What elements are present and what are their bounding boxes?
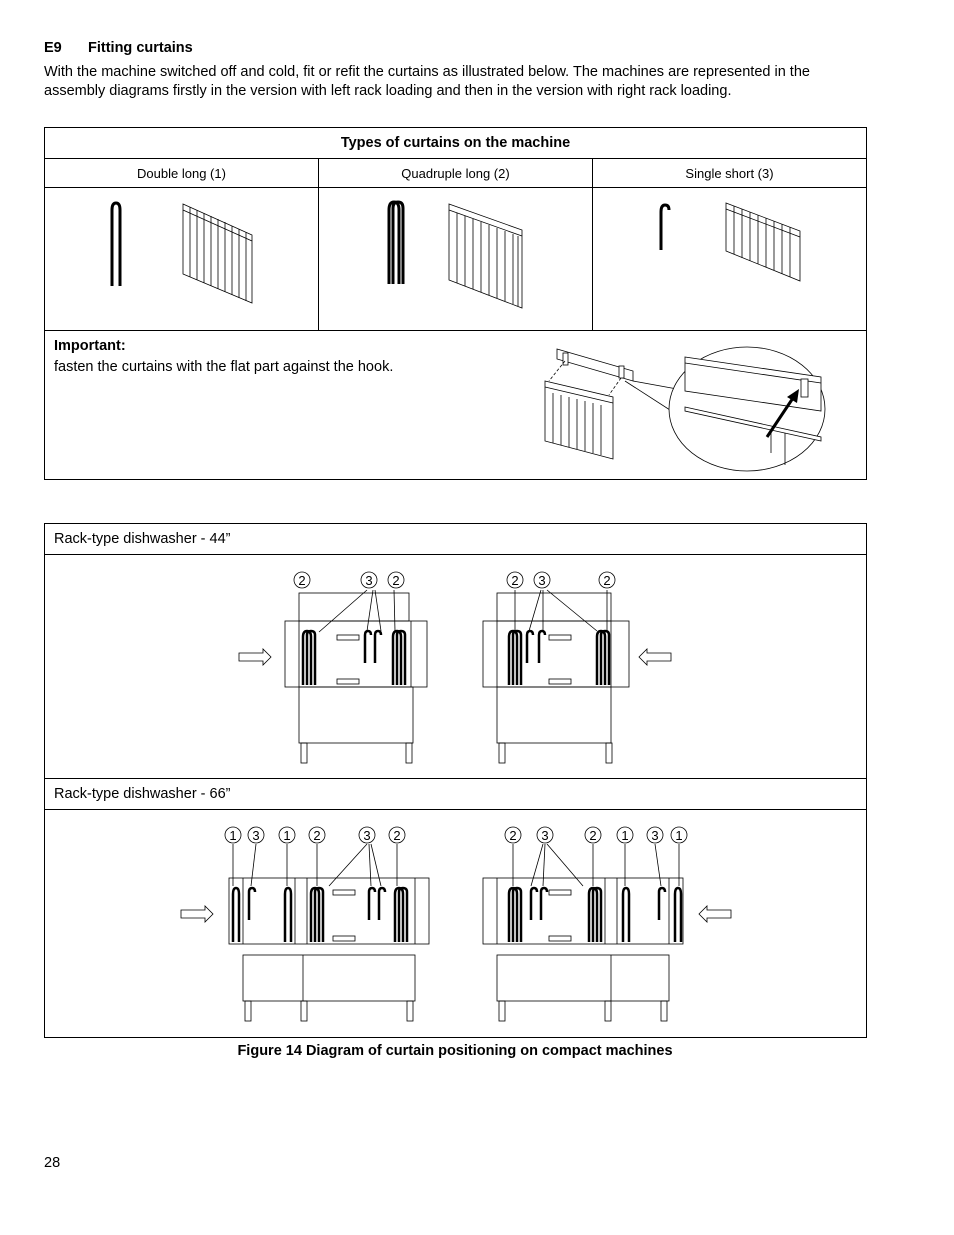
rack-dishwasher-table: Rack-type dishwasher - 44” — [44, 523, 867, 1038]
important-text: fasten the curtains with the flat part a… — [54, 359, 394, 375]
col-quadruple-long: Quadruple long (2) — [318, 158, 593, 188]
important-title: Important: — [54, 338, 126, 354]
double-long-curtain-cell — [44, 187, 319, 331]
callout-label: 2 — [393, 828, 400, 843]
callout-label: 3 — [363, 828, 370, 843]
quadruple-long-curtain-cell — [318, 187, 593, 331]
rack-44-diagram-cell: 2 3 2 2 3 2 — [44, 554, 867, 779]
callout-label: 1 — [283, 828, 290, 843]
important-cell: Important: fasten the curtains with the … — [44, 330, 867, 480]
section-number: E9 — [44, 40, 62, 56]
callout-label: 1 — [229, 828, 236, 843]
callout-label: 2 — [511, 573, 518, 588]
single-short-curtain-illustration — [659, 202, 801, 282]
callout-label: 3 — [365, 573, 372, 588]
double-long-curtain-illustration — [110, 201, 253, 304]
col-double-long: Double long (1) — [44, 158, 319, 188]
intro-paragraph: With the machine switched off and cold, … — [44, 64, 810, 99]
single-short-curtain-cell — [592, 187, 867, 331]
rack-44-label: Rack-type dishwasher - 44” — [44, 523, 867, 555]
callout-circle — [293, 571, 311, 589]
callout-label: 3 — [541, 828, 548, 843]
callout-label: 2 — [603, 573, 610, 588]
callout-label: 2 — [392, 573, 399, 588]
callout-label: 1 — [675, 828, 682, 843]
figure-caption: Figure 14 Diagram of curtain positioning… — [237, 1043, 673, 1059]
callout-label: 2 — [509, 828, 516, 843]
section-heading: E9 Fitting curtains — [44, 40, 193, 56]
rack-44-diagram: 2 3 2 2 3 2 — [238, 571, 672, 764]
callout-label: 3 — [651, 828, 658, 843]
types-table-title: Types of curtains on the machine — [44, 127, 867, 159]
quadruple-long-curtain-illustration — [387, 200, 523, 309]
col-single-short: Single short (3) — [592, 158, 867, 188]
page-number: 28 — [44, 1155, 61, 1171]
callout-label: 1 — [621, 828, 628, 843]
callout-label: 3 — [252, 828, 259, 843]
hook-mounting-illustration — [544, 346, 826, 472]
callout-label: 2 — [298, 573, 305, 588]
callout-label: 3 — [538, 573, 545, 588]
rack-66-label: Rack-type dishwasher - 66” — [44, 778, 867, 810]
curtain-types-table: Types of curtains on the machine Double … — [44, 127, 867, 480]
rack-66-diagram-cell: 1 3 1 2 3 2 2 3 2 1 3 1 — [44, 809, 867, 1038]
callout-label: 2 — [589, 828, 596, 843]
rack-66-diagram: 1 3 1 2 3 2 2 3 2 1 3 1 — [180, 826, 732, 1022]
callout-label: 2 — [313, 828, 320, 843]
section-title: Fitting curtains — [88, 40, 193, 56]
